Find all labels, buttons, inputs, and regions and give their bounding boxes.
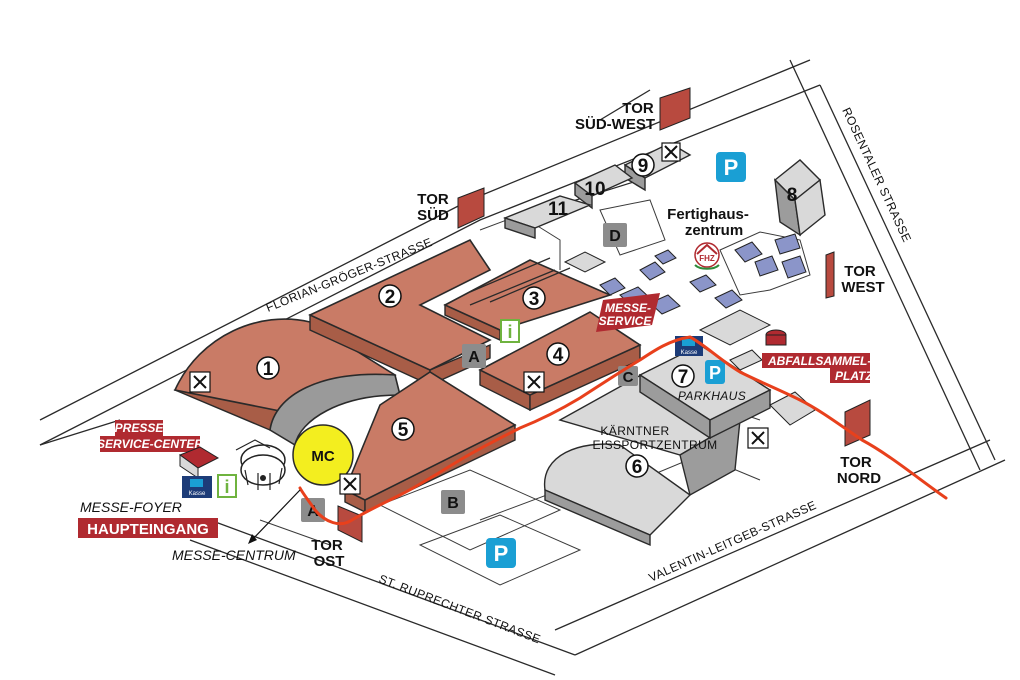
eissport-label-1: KÄRNTNER [600,424,669,438]
info-icon[interactable]: i [217,474,237,498]
svg-text:NORD: NORD [837,470,881,487]
svg-text:TOR: TOR [844,263,876,280]
hall-9[interactable]: 9 [623,142,692,192]
gate-west[interactable]: TOR WEST [825,251,885,299]
hall-7-parkhaus[interactable]: 7 PARKHAUS P [638,344,772,440]
abfall-label-2: PLATZ [835,369,873,383]
zone-d[interactable]: D [603,223,627,247]
svg-text:A: A [307,503,319,520]
hall-4-label: 4 [553,345,564,366]
messe-service[interactable]: MESSE- SERVICE [596,293,660,332]
haupteingang-tag[interactable]: HAUPTEINGANG [78,518,218,538]
hall-5-label: 5 [398,420,409,441]
abfallsammelplatz[interactable]: ABFALLSAMMEL- PLATZ [762,329,873,383]
svg-text:Kasse: Kasse [681,350,698,356]
hall-5[interactable]: 5 [343,371,517,514]
messe-centrum-pointer [248,489,301,544]
messe-foyer-label: MESSE-FOYER [80,499,182,515]
hall-8[interactable]: 8 [773,159,826,237]
restaurant-icon [339,473,361,495]
fertighauszentrum[interactable]: Fertighaus- zentrum FHZ [667,206,749,270]
fhz-logo-icon: FHZ [694,242,720,270]
zone-a[interactable]: A [462,344,486,368]
svg-text:SÜD-WEST: SÜD-WEST [575,116,655,133]
messe-service-label-1: MESSE- [605,301,651,315]
eissport-label-2: EISSPORTZENTRUM [592,438,717,452]
svg-text:i: i [507,322,512,342]
svg-text:C: C [623,369,634,386]
abfall-label-1: ABFALLSAMMEL- [767,354,871,368]
svg-text:P: P [724,155,739,180]
svg-text:TOR: TOR [622,100,654,117]
svg-text:B: B [447,495,459,512]
svg-text:D: D [609,228,621,245]
info-icon[interactable]: i [500,319,520,343]
svg-text:SÜD: SÜD [417,207,449,224]
restaurant-icon [523,371,545,393]
messe-centrum-label: MESSE-CENTRUM [172,547,296,563]
hall-6-label: 6 [632,457,643,478]
hall-2-label: 2 [385,287,396,308]
svg-text:A: A [468,349,480,366]
hall-11[interactable]: 11 [502,195,593,239]
parkhaus-label: PARKHAUS [678,389,746,403]
presse-label-2: SERVICE-CENTER [97,437,203,451]
messe-service-label-2: SERVICE [599,314,653,328]
hall-11-label: 11 [548,199,569,220]
fertighaus-label-1: Fertighaus- [667,206,749,223]
hall-6-eissportzentrum[interactable]: KÄRNTNER EISSPORTZENTRUM 6 [544,369,742,547]
messe-centrum-mc[interactable]: MC [292,424,354,486]
parking-icon[interactable]: P [705,360,725,384]
svg-text:TOR: TOR [840,454,872,471]
mc-label: MC [311,448,334,465]
parking-icon[interactable]: P [486,538,516,568]
kasse-icon[interactable]: Kasse [182,476,212,498]
svg-text:FHZ: FHZ [699,254,715,263]
svg-text:OST: OST [314,553,345,570]
hall-10[interactable]: 10 [573,164,634,210]
street-st-ruprechter: ST. RUPRECHTER STRASSE [377,572,543,647]
hall-3-label: 3 [529,289,540,310]
svg-text:i: i [224,477,229,497]
svg-text:P: P [494,541,509,566]
hall-10-label: 10 [584,179,605,200]
zone-a-entrance[interactable]: A [301,498,325,522]
presse-service-center[interactable]: PRESSE SERVICE-CENTER [97,420,220,479]
hall-1-marker [256,356,280,380]
restaurant-icon [189,371,211,393]
hall-7-label: 7 [678,367,689,388]
hall-8-label: 8 [787,185,798,206]
presse-label-1: PRESSE [115,421,165,435]
parking-icon[interactable]: P [716,152,746,182]
restaurant-icon [661,142,681,162]
messe-foyer-building [235,439,286,490]
gate-sued[interactable]: TOR SÜD [417,187,485,229]
haupteingang-label: HAUPTEINGANG [87,521,209,538]
svg-text:TOR: TOR [311,537,343,554]
svg-text:P: P [709,363,721,383]
gate-ost[interactable]: TOR OST [311,505,363,570]
svg-text:Kasse: Kasse [189,491,206,497]
bin-icon [765,329,787,346]
zone-b[interactable]: B [441,490,465,514]
gate-nord[interactable]: TOR NORD [837,399,881,487]
restaurant-icon [747,427,769,449]
route-line [298,335,948,526]
hall-9-label: 9 [638,156,649,177]
hall-4[interactable]: 4 [478,311,642,412]
street-rosentaler: ROSENTALER STRASSE [839,105,914,244]
svg-text:WEST: WEST [841,279,884,296]
gate-sued-west[interactable]: TOR SÜD-WEST [575,87,691,133]
svg-text:TOR: TOR [417,191,449,208]
hall-1-label: 1 [263,359,274,380]
fertighaus-label-2: zentrum [685,222,743,239]
